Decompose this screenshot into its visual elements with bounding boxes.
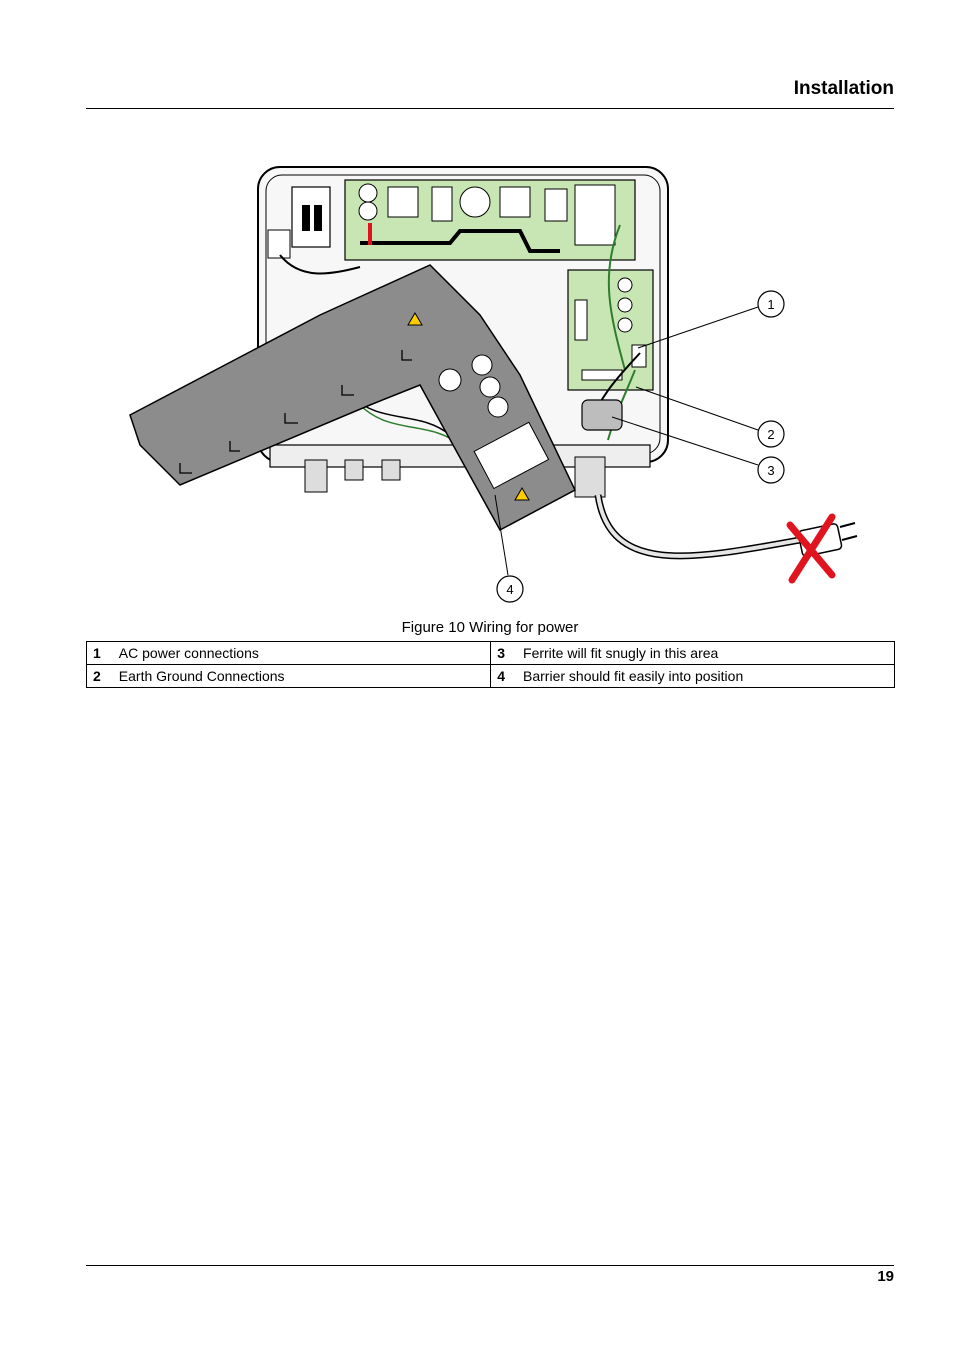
legend-row: 1 AC power connections 3 Ferrite will fi… bbox=[85, 641, 896, 665]
legend-text: Earth Ground Connections bbox=[112, 664, 492, 688]
legend-table: 1 AC power connections 3 Ferrite will fi… bbox=[85, 641, 896, 688]
legend-row: 2 Earth Ground Connections 4 Barrier sho… bbox=[85, 664, 896, 688]
figure-caption: Figure 10 Wiring for power bbox=[401, 619, 579, 636]
barrier-plate bbox=[129, 264, 576, 532]
header-divider bbox=[86, 108, 894, 109]
callout-2: 2 bbox=[757, 420, 785, 448]
legend-number: 2 bbox=[85, 664, 113, 688]
legend-number: 4 bbox=[490, 664, 518, 688]
legend-text: Ferrite will fit snugly in this area bbox=[517, 641, 896, 665]
footer-divider bbox=[86, 1265, 894, 1266]
left-connector bbox=[267, 186, 361, 275]
legend-number: 1 bbox=[85, 641, 113, 665]
callout-3-label: 3 bbox=[767, 463, 774, 478]
legend-number: 3 bbox=[490, 641, 518, 665]
cross-mark-icon bbox=[786, 513, 836, 584]
callout-leaders bbox=[494, 306, 759, 576]
callout-1-label: 1 bbox=[767, 297, 774, 312]
power-terminal-board bbox=[567, 269, 654, 391]
callout-1: 1 bbox=[757, 290, 785, 318]
wiring-illustration: 1 2 3 4 bbox=[129, 166, 858, 603]
page-header-title: Installation bbox=[793, 78, 894, 99]
wiring-figure: 1 2 3 4 bbox=[120, 155, 870, 610]
callout-4: 4 bbox=[496, 575, 524, 603]
ferrite bbox=[581, 399, 623, 431]
power-cord bbox=[594, 494, 858, 560]
callout-3: 3 bbox=[757, 456, 785, 484]
page-number: 19 bbox=[877, 1268, 894, 1285]
callout-4-label: 4 bbox=[506, 582, 513, 597]
cable-glands bbox=[304, 456, 606, 498]
legend-text: AC power connections bbox=[112, 641, 492, 665]
main-circuit-board bbox=[344, 179, 636, 261]
legend-text: Barrier should fit easily into position bbox=[517, 664, 896, 688]
callout-2-label: 2 bbox=[767, 427, 774, 442]
